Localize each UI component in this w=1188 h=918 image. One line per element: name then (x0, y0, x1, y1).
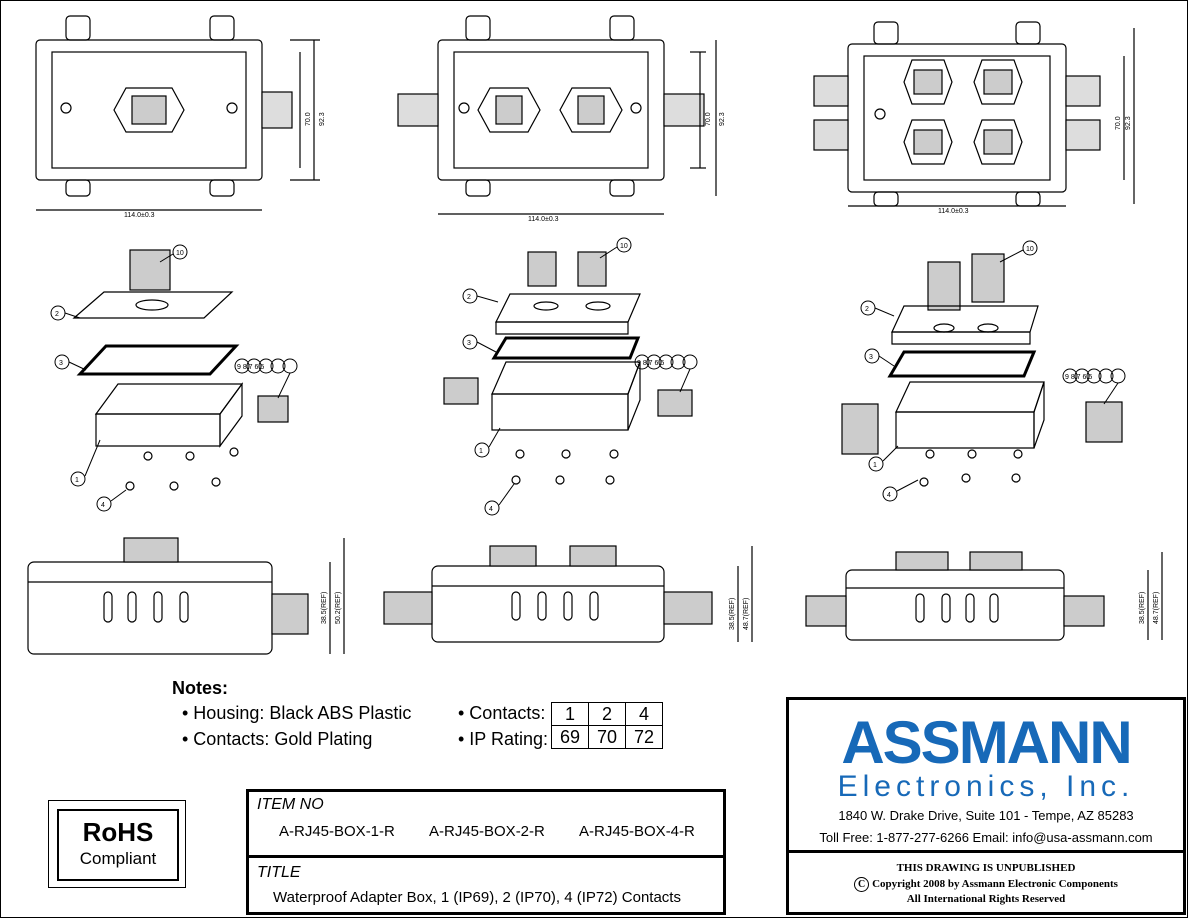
callout-seq-c: 9 8 7 6 5 (1065, 374, 1092, 381)
company-address: 1840 W. Drake Drive, Suite 101 - Tempe, … (838, 808, 1134, 823)
dim-height-inner-1: 70.0 (305, 112, 312, 126)
spec-row-contacts: 1 2 4 (551, 702, 663, 726)
callout-seq-b: 9 8 7 6 5 (637, 360, 664, 367)
item-no-1: A-RJ45-BOX-1-R (279, 823, 395, 840)
dim-side-1a: 38.5(REF) (321, 592, 328, 624)
note-housing: • Housing: Black ABS Plastic (182, 703, 412, 723)
dim-height-outer-2: 92.3 (719, 112, 726, 126)
callout-2-a: 2 (55, 311, 59, 318)
callout-3-c: 3 (869, 354, 873, 361)
callout-2-c: 2 (865, 306, 869, 313)
title-block: ITEM NO A-RJ45-BOX-1-R A-RJ45-BOX-2-R A-… (246, 789, 726, 915)
side-view-2-port (383, 545, 753, 643)
callout-3-a: 3 (59, 360, 63, 367)
side-view-1-port (27, 537, 345, 655)
copyright-icon: C (854, 877, 870, 892)
item-no-4: A-RJ45-BOX-4-R (579, 823, 695, 840)
dim-side-3a: 38.5(REF) (1139, 592, 1146, 624)
side-view-4-port (805, 551, 1163, 641)
dim-height-inner-3: 70.0 (1115, 116, 1122, 130)
callout-3-b: 3 (467, 340, 471, 347)
spec-contacts-2: 2 (588, 702, 626, 726)
spec-ip-1: 69 (551, 725, 589, 749)
spec-ip-3: 72 (625, 725, 663, 749)
spec-table: 1 2 4 69 70 72 (551, 702, 663, 749)
spec-row-ip: 69 70 72 (551, 725, 663, 749)
spec-contacts-1: 1 (551, 702, 589, 726)
title-block-divider (249, 855, 723, 858)
copyright-text: Copyright 2008 by Assmann Electronic Com… (872, 878, 1118, 890)
top-view-4-port (813, 21, 1135, 207)
title-label: TITLE (257, 864, 301, 881)
callout-1-b: 1 (479, 448, 483, 455)
dim-width-2: 114.0±0.3 (528, 216, 559, 223)
callout-2-b: 2 (467, 294, 471, 301)
note-contacts-plating: • Contacts: Gold Plating (182, 729, 373, 749)
dim-width-1: 114.0±0.3 (124, 212, 155, 219)
dim-width-3: 114.0±0.3 (938, 208, 969, 215)
callouts (50, 237, 1126, 516)
callout-1-c: 1 (873, 462, 877, 469)
callout-4-b: 4 (489, 506, 493, 513)
dim-height-outer-3: 92.3 (1125, 116, 1132, 130)
dim-height-outer-1: 92.3 (319, 112, 326, 126)
item-no-label: ITEM NO (257, 796, 324, 813)
drawing-title: Waterproof Adapter Box, 1 (IP69), 2 (IP7… (273, 889, 681, 906)
rohs-badge: RoHS Compliant (48, 800, 186, 888)
company-block-divider (789, 850, 1183, 853)
callout-10-b: 10 (620, 243, 628, 250)
dim-height-inner-2: 70.0 (705, 112, 712, 126)
rohs-inner-border: RoHS Compliant (57, 809, 179, 881)
callout-10-c: 10 (1026, 246, 1034, 253)
spec-ip-2: 70 (588, 725, 626, 749)
company-contact: Toll Free: 1-877-277-6266 Email: info@us… (819, 830, 1153, 845)
rohs-title: RoHS (82, 817, 154, 847)
rights-line: All International Rights Reserved (906, 893, 1066, 905)
top-view-1-port (35, 15, 320, 211)
spec-contacts-4: 4 (625, 702, 663, 726)
callout-4-c: 4 (887, 492, 891, 499)
callout-seq-a: 9 8 7 6 5 (237, 364, 264, 371)
rohs-subtitle: Compliant (79, 849, 157, 868)
company-block: ASSMANN Electronics, Inc. 1840 W. Drake … (786, 697, 1186, 915)
item-no-2: A-RJ45-BOX-2-R (429, 823, 545, 840)
dim-side-2b: 48.7(REF) (743, 598, 750, 630)
dim-side-3b: 48.7(REF) (1153, 592, 1160, 624)
dim-side-1b: 50.2(REF) (335, 592, 342, 624)
exploded-view-1-port (72, 249, 289, 491)
company-logo-sub: Electronics, Inc. (837, 770, 1135, 803)
unpublished-notice: THIS DRAWING IS UNPUBLISHED (896, 862, 1076, 874)
notes-title: Notes: (172, 678, 229, 698)
company-logo-name: ASSMANN (841, 709, 1132, 776)
note-ip-label: • IP Rating: (458, 729, 549, 749)
callout-1-a: 1 (75, 477, 79, 484)
callout-10-a: 10 (176, 250, 184, 257)
exploded-view-4-port (841, 253, 1123, 487)
dim-side-2a: 38.5(REF) (729, 598, 736, 630)
note-contacts-label: • Contacts: (458, 703, 546, 723)
callout-4-a: 4 (101, 502, 105, 509)
top-view-2-port (397, 15, 717, 215)
